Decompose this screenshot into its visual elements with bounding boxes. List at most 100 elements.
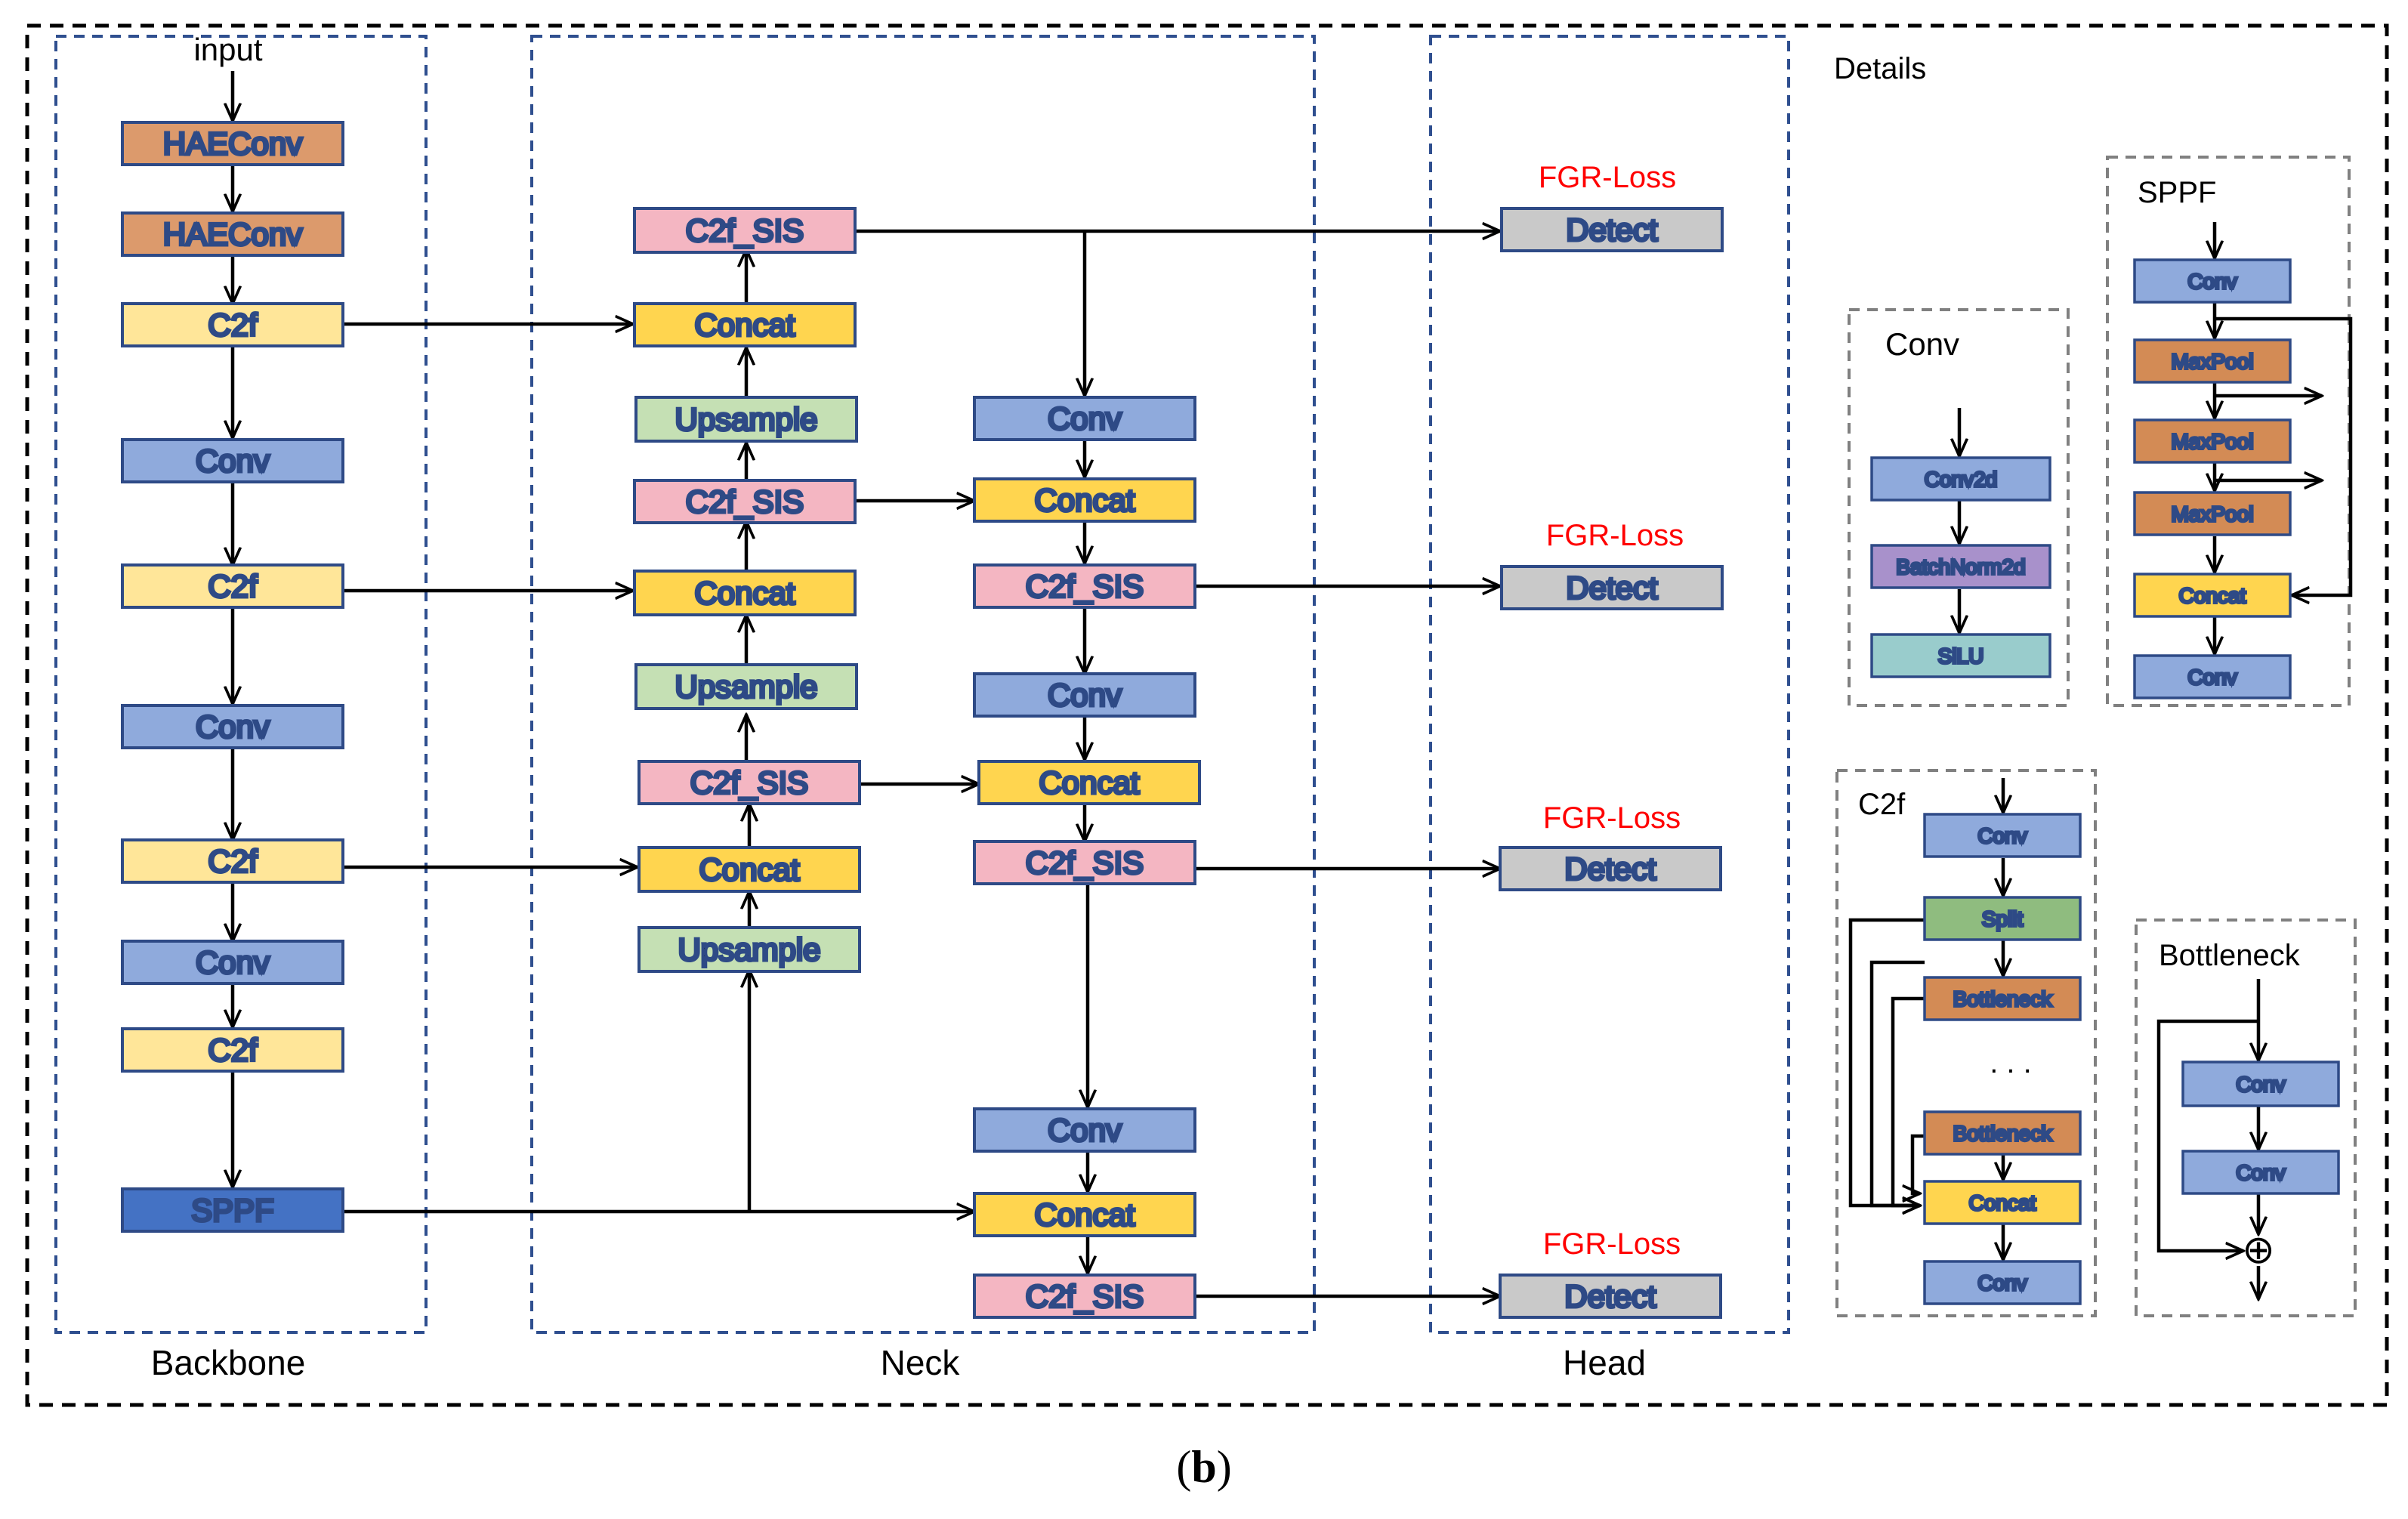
neck-label: Neck (881, 1343, 961, 1382)
detail-sppf-maxpool1-block: MaxPool (2133, 338, 2292, 384)
detail-c2f-split-block: Split (1923, 896, 2082, 941)
caption-close: ) (1217, 1442, 1232, 1492)
detail-c2f-bottleneck1-box (1923, 976, 2082, 1021)
neck-concat-right2-box (977, 760, 1201, 805)
loss4-label: FGR-Loss (1543, 1227, 1681, 1261)
detail-sppf-maxpool1-box (2133, 338, 2292, 384)
figure-caption: (b) (1176, 1442, 1231, 1492)
neck-upsample2-box (634, 663, 858, 710)
detect2-block: Detect (1500, 565, 1724, 610)
haeconv2-text: HAEConv (163, 217, 302, 252)
neck-concat3-box (638, 846, 861, 893)
neck-c2f_sis-right1-block: C2f_SIS (973, 563, 1196, 609)
detail-c2f-conv-out-block: Conv (1923, 1260, 2082, 1305)
neck-concat2-text: Concat (694, 576, 795, 611)
c2f3-text: C2f (208, 844, 258, 879)
conv2-box (121, 704, 344, 749)
neck-concat2-block: Concat (633, 570, 857, 616)
neck-c2f_sis2-text: C2f_SIS (686, 484, 804, 520)
c2f4-box (121, 1027, 344, 1073)
detail-c2f-bottleneck1-block: Bottleneck (1923, 976, 2082, 1021)
neck-concat-right3-block: Concat (973, 1192, 1196, 1237)
conv2-block: Conv (121, 704, 344, 749)
detail-c2f-bottleneck2-box (1923, 1110, 2082, 1156)
neck-upsample1-block: Upsample (634, 396, 858, 443)
loss2-label: FGR-Loss (1546, 519, 1684, 552)
detail-c2f-conv-out-box (1923, 1260, 2082, 1305)
detect4-box (1499, 1274, 1722, 1319)
neck-frame (530, 35, 1316, 1334)
neck-upsample1-box (634, 396, 858, 443)
c2f2-text: C2f (208, 569, 258, 604)
caption-letter: b (1191, 1442, 1216, 1492)
detail-sppf-maxpool3-text: MaxPool (2172, 502, 2254, 526)
bottleneck-detail-frame (2135, 919, 2357, 1317)
arrow-sppf-branch1 (2215, 316, 2353, 595)
detail-bn-conv2-text: Conv (2236, 1161, 2285, 1184)
loss3-label: FGR-Loss (1543, 801, 1681, 835)
neck-c2f_sis1-text: C2f_SIS (686, 213, 804, 249)
c2f-detail-frame (1835, 769, 2097, 1317)
detail-c2f-concat-block: Concat (1923, 1180, 2082, 1225)
neck-conv-right1-block: Conv (973, 396, 1196, 441)
neck-upsample3-block: Upsample (638, 926, 861, 973)
haeconv1-block: HAEConv (121, 121, 344, 166)
detail-c2f-concat-text: Concat (1969, 1191, 2036, 1215)
neck-c2f_sis-right2-box (973, 840, 1196, 885)
haeconv1-text: HAEConv (163, 126, 302, 162)
detail-bottleneck-title: Bottleneck (2159, 939, 2301, 972)
conv1-block: Conv (121, 438, 344, 483)
neck-conv-right1-box (973, 396, 1196, 441)
detail-conv-title: Conv (1885, 326, 1959, 362)
detail-c2f-bottleneck1-text: Bottleneck (1953, 987, 2053, 1011)
detail-c2f-title: C2f (1858, 788, 1906, 821)
neck-c2f_sis2-block: C2f_SIS (633, 479, 857, 524)
detail-silu-text: SiLU (1938, 644, 1984, 668)
connectors (233, 71, 2353, 1299)
conv2-text: Conv (196, 709, 270, 745)
conv1-box (121, 438, 344, 483)
neck-c2f_sis3-box (638, 760, 861, 805)
neck-conv-right3-block: Conv (973, 1107, 1196, 1153)
detail-c2f-ellipsis: . . . (1990, 1046, 2032, 1079)
neck-upsample3-box (638, 926, 861, 973)
detect1-block: Detect (1500, 207, 1724, 252)
neck-c2f_sis3-text: C2f_SIS (690, 765, 808, 801)
detect2-text: Detect (1566, 570, 1658, 606)
c2f3-box (121, 838, 344, 884)
detail-sppf-maxpool1-text: MaxPool (2172, 350, 2254, 373)
detail-bn-conv2-box (2181, 1150, 2340, 1195)
neck-conv-right3-text: Conv (1048, 1113, 1122, 1148)
haeconv2-block: HAEConv (121, 211, 344, 257)
neck-concat-right3-text: Concat (1034, 1197, 1135, 1233)
c2f2-box (121, 563, 344, 609)
conv3-text: Conv (196, 945, 270, 980)
outer-frame (25, 23, 2389, 1407)
detail-c2f-conv-in-block: Conv (1923, 813, 2082, 858)
detail-batchnorm2d-box (1870, 544, 2051, 589)
input-label: input (193, 32, 262, 67)
arrow-c2f-skip3 (1891, 996, 1925, 1206)
neck-c2f_sis1-box (633, 207, 857, 254)
neck-c2f_sis-right3-block: C2f_SIS (973, 1274, 1196, 1319)
c2f1-block: C2f (121, 302, 344, 347)
detail-sppf-maxpool2-block: MaxPool (2133, 418, 2292, 464)
neck-conv-right3-box (973, 1107, 1196, 1153)
sppf-block: SPPF (121, 1187, 344, 1233)
neck-concat-right1-block: Concat (973, 477, 1196, 523)
detail-c2f-conv-out-text: Conv (1977, 1271, 2027, 1295)
detect3-text: Detect (1564, 851, 1656, 887)
detail-c2f-split-text: Split (1982, 907, 2024, 931)
neck-concat1-text: Concat (694, 307, 795, 343)
detail-conv2d-box (1870, 456, 2051, 502)
detail-silu-block: SiLU (1870, 633, 2051, 678)
c2f2-block: C2f (121, 563, 344, 609)
haeconv1-box (121, 121, 344, 166)
detail-sppf-maxpool2-box (2133, 418, 2292, 464)
head-frame (1429, 35, 1790, 1334)
neck-c2f_sis-right2-block: C2f_SIS (973, 840, 1196, 885)
backbone-label: Backbone (151, 1343, 306, 1382)
detail-sppf-conv-out-block: Conv (2133, 654, 2292, 699)
